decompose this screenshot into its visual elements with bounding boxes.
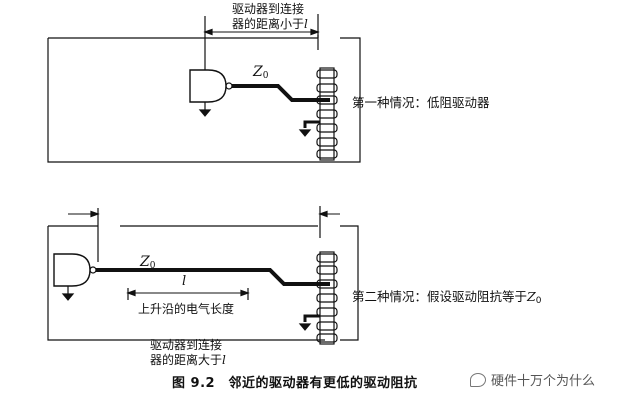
connector-pin xyxy=(316,109,338,119)
bottom-ground-trace xyxy=(303,314,320,322)
top-dim-arrow-left xyxy=(203,28,213,36)
bottom-dim-label-text: 器的距离大于 xyxy=(150,353,223,367)
bottom-driver-ground xyxy=(61,293,75,301)
bottom-trace xyxy=(96,268,330,286)
rise-dim-arrow-left xyxy=(126,289,136,297)
connector-pin xyxy=(316,333,338,343)
bottom-impedance-symbol: Z xyxy=(140,254,150,270)
connector-pin xyxy=(316,307,338,317)
chat-bubble-icon xyxy=(470,372,486,387)
top-impedance-symbol: Z xyxy=(253,64,263,80)
connector-pin xyxy=(316,149,338,159)
rise-length-label: 上升沿的电气长度 xyxy=(138,302,235,316)
bottom-driver-gate xyxy=(53,253,91,287)
top-ground-symbol xyxy=(298,129,312,137)
figure-caption: 图 9.2 邻近的驱动器有更低的驱动阻抗 xyxy=(172,376,418,391)
bottom-dim-label-var: l xyxy=(222,353,226,367)
top-trace-impedance: Z0 xyxy=(253,64,268,81)
top-ground-trace xyxy=(303,120,320,128)
watermark: 硬件十万个为什么 xyxy=(470,370,595,389)
connector-pin xyxy=(316,137,338,147)
top-driver-bubble xyxy=(225,82,233,90)
bottom-case-subscript: 0 xyxy=(535,296,542,306)
connector-pin xyxy=(316,293,338,303)
connector-pin xyxy=(316,83,338,93)
top-driver-ground xyxy=(198,109,212,117)
rise-dim-arrow-right xyxy=(240,289,250,297)
bottom-dim-label-line2: 器的距离大于l xyxy=(150,353,226,367)
bottom-impedance-subscript: 0 xyxy=(149,261,156,271)
bottom-connector-body xyxy=(319,251,335,345)
connector-pin xyxy=(316,279,338,289)
top-connector-body xyxy=(319,67,335,161)
bottom-case-var: Z xyxy=(527,289,536,304)
connector-pin xyxy=(316,321,338,331)
bottom-connector-pins xyxy=(316,253,338,343)
bottom-dim-arrow-right xyxy=(318,210,328,218)
top-dim-label-line2: 器的距离小于l xyxy=(232,17,308,31)
connector-pin xyxy=(316,253,338,263)
bottom-trace-impedance: Z0 xyxy=(140,254,155,271)
connector-pin xyxy=(316,123,338,133)
bottom-driver-bubble xyxy=(89,266,97,274)
top-dim-label-line1: 驱动器到连接 xyxy=(232,2,305,16)
bottom-board-outline xyxy=(47,225,359,341)
bottom-dim-label-line1: 驱动器到连接 xyxy=(150,338,223,352)
top-driver-gate xyxy=(189,69,227,103)
top-diagram xyxy=(47,14,361,163)
top-connector-pins xyxy=(316,69,338,159)
top-trace xyxy=(232,84,330,102)
bottom-diagram xyxy=(47,206,359,345)
top-dim-label-var: l xyxy=(304,17,308,31)
connector-pin xyxy=(316,69,338,79)
bottom-case-label: 第二种情况：假设驱动阻抗等于Z0 xyxy=(352,290,541,308)
top-dim-arrow-right xyxy=(310,28,320,36)
bottom-dim-arrow-left xyxy=(90,210,100,218)
top-impedance-subscript: 0 xyxy=(262,71,269,81)
bottom-length-var: l xyxy=(182,274,187,289)
top-dim-label-text: 器的距离小于 xyxy=(232,17,305,31)
watermark-text: 硬件十万个为什么 xyxy=(491,374,596,389)
bottom-ground-symbol xyxy=(298,323,312,331)
connector-pin xyxy=(316,265,338,275)
connector-pin xyxy=(316,95,338,105)
top-case-label: 第一种情况：低阻驱动器 xyxy=(352,95,490,110)
bottom-case-text: 第二种情况：假设驱动阻抗等于 xyxy=(352,289,528,304)
